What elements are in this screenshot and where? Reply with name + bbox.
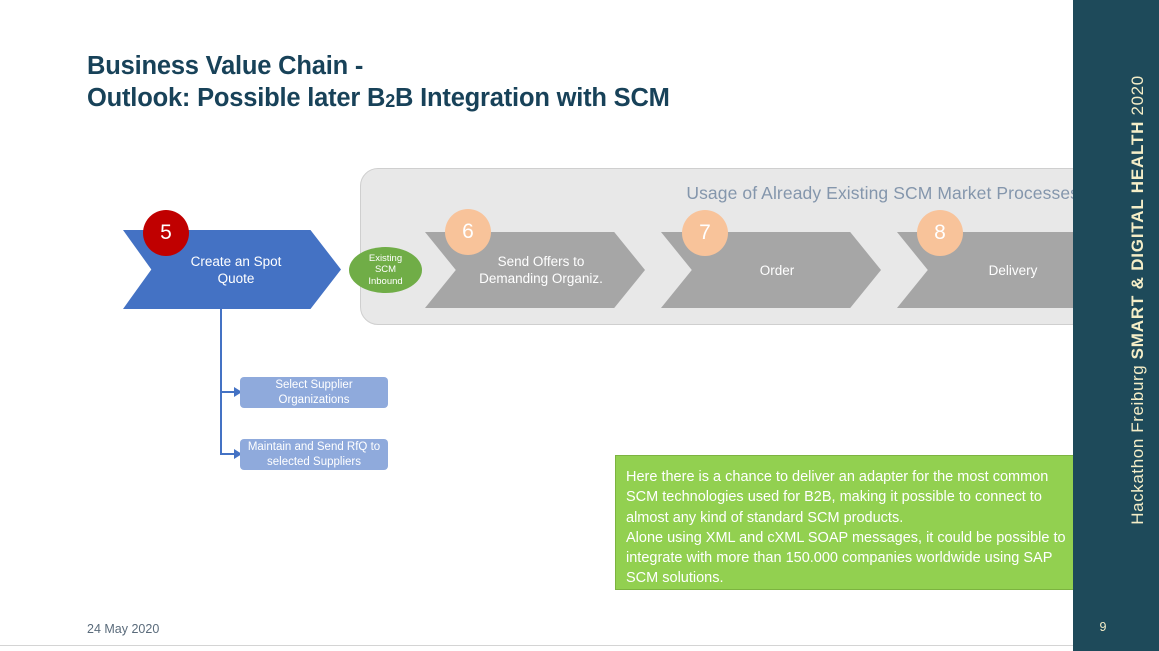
callout-note-text: Here there is a chance to deliver an ada… bbox=[626, 469, 1066, 587]
step-badge-6: 6 bbox=[445, 209, 491, 255]
step-badge-7: 7 bbox=[682, 210, 728, 256]
footer-divider bbox=[0, 645, 1100, 646]
callout-note: Here there is a chance to deliver an ada… bbox=[615, 455, 1081, 590]
connector-branch-line-1 bbox=[220, 391, 238, 393]
connector-branch-line-2 bbox=[220, 453, 238, 455]
connector-trunk-line bbox=[220, 306, 222, 454]
connector-arrow-icon-1 bbox=[234, 387, 242, 397]
page-number: 9 bbox=[1099, 620, 1107, 634]
connector-arrow-icon-2 bbox=[234, 449, 242, 459]
scm-panel-title: Usage of Already Existing SCM Market Pro… bbox=[686, 183, 1079, 203]
process-step-order[interactable]: Order bbox=[661, 232, 881, 308]
step-badge-5: 5 bbox=[143, 210, 189, 256]
sidebar-event-title: Hackathon Freiburg SMART & DIGITAL HEALT… bbox=[1128, 75, 1148, 525]
process-step-label: Order bbox=[759, 262, 795, 278]
process-step-label: Send Offers to Demanding Organiz. bbox=[479, 254, 603, 286]
process-step-label: Create an Spot Quote bbox=[190, 253, 282, 286]
step-badge-8: 8 bbox=[917, 210, 963, 256]
title-line-1: Business Value Chain - bbox=[87, 52, 364, 80]
sidebar-prefix: Hackathon Freiburg bbox=[1128, 359, 1147, 525]
title-line-2: Outlook: Possible later B2B Integration … bbox=[87, 82, 987, 116]
page-title: Business Value Chain - Outlook: Possible… bbox=[87, 50, 987, 116]
process-step-send-offers[interactable]: Send Offers to Demanding Organiz. bbox=[425, 232, 645, 308]
process-step-label: Delivery bbox=[988, 262, 1038, 278]
sub-step-select-supplier-organizations[interactable]: Select Supplier Organizations bbox=[240, 377, 388, 408]
title-line-2-prefix: Outlook: Possible later B bbox=[87, 84, 386, 112]
sidebar-text-wrapper: Hackathon Freiburg SMART & DIGITAL HEALT… bbox=[1073, 0, 1159, 600]
event-sidebar: Hackathon Freiburg SMART & DIGITAL HEALT… bbox=[1073, 0, 1159, 651]
sidebar-suffix: 2020 bbox=[1128, 75, 1147, 121]
sidebar-brand: SMART & DIGITAL HEALTH bbox=[1128, 120, 1147, 360]
title-line-2-subscript: 2 bbox=[385, 91, 396, 111]
title-line-2-suffix: B Integration with SCM bbox=[395, 84, 670, 112]
footer-date: 24 May 2020 bbox=[87, 622, 160, 636]
scm-inbound-node[interactable]: Existing SCM Inbound bbox=[349, 247, 422, 293]
sub-step-maintain-send-rfq[interactable]: Maintain and Send RfQ to selected Suppli… bbox=[240, 439, 388, 470]
